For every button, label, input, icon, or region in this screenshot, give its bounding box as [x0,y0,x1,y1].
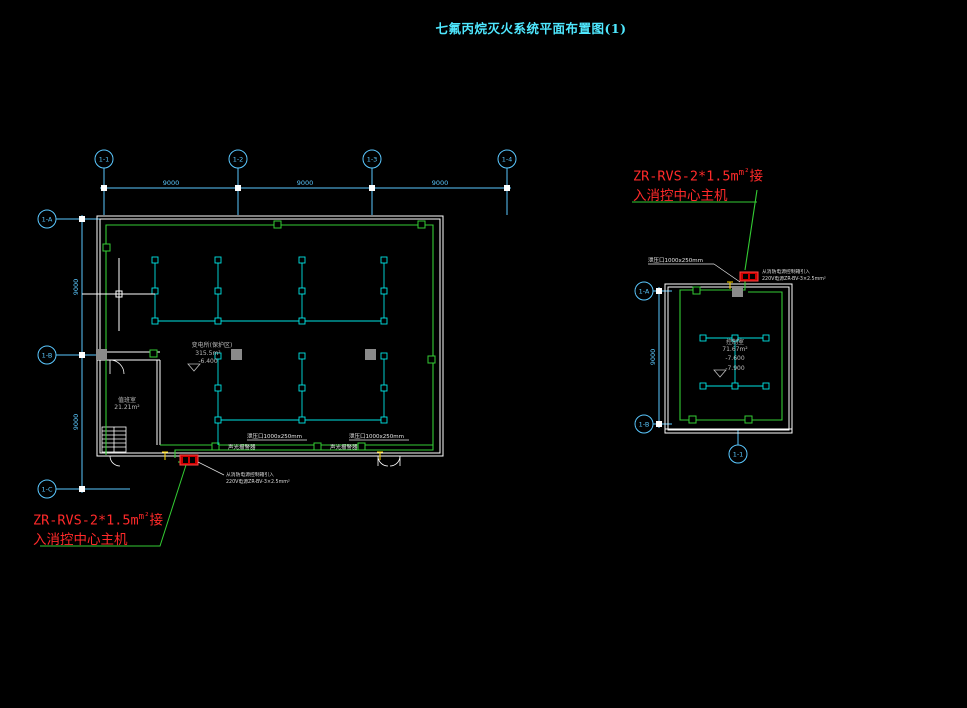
right-pipe-nodes [688,286,753,424]
axis-label: 1-A [42,216,53,224]
axis-label: 1-A [639,288,650,296]
note-unit: m² [738,168,750,178]
axis-label: 1-4 [502,156,513,164]
cable-note-right: ZR-RVS-2*1.5mm²接 入消控中心主机 [633,164,763,206]
door-symbols [109,359,401,467]
dimension-text: 9000 [432,179,449,187]
axis-bubble-1-2 [228,149,248,169]
axis-bubble-1-4 [497,149,517,169]
drawing-title: 七氟丙烷灭火系统平面布置图(1) [435,21,627,36]
right-yellow-signal [727,281,733,289]
level-marker [187,363,201,372]
power-note: 220V电源ZR-BV-3×2.5mm² [226,478,290,485]
axis-label: 1-3 [367,156,378,164]
right-equipment-block [732,286,743,297]
level-marker [713,369,727,378]
vent-label: 泄压口1000x250mm [349,432,404,440]
note-text: 入消控中心主机 [33,531,128,548]
room-name: 变电所(保护区) [192,341,233,349]
vent-label: 泄压口1000x250mm [648,256,703,264]
room-level: -7.900 [725,365,745,372]
axis-bubble-1-b-right [634,414,654,434]
detector-network [154,260,385,445]
left-dimension-ticks [79,185,510,492]
room-name: 控制室 [726,338,744,346]
right-plan-walls [664,283,793,434]
left-note-leader [40,464,187,547]
note-text: ZR-RVS-2*1.5m [633,168,739,185]
room-level: -7.600 [725,355,745,362]
cad-crosshair [82,258,155,331]
axis-label: 1-2 [233,156,244,164]
room-area: 315.5m² [195,350,221,357]
axis-label: 1-B [639,421,650,429]
dimension-text: 9000 [163,179,180,187]
axis-bubble-1-a-right [634,281,654,301]
axis-bubble-1-3 [362,149,382,169]
left-pipe-nodes [102,220,436,451]
axis-bubble-1-c [37,479,57,499]
right-alarm-pipe [679,189,783,421]
room-area: 71.67m² [722,346,748,353]
power-note: 220V电源ZR-BV-3×2.5mm² [762,275,826,282]
note-text: 接 [749,168,764,185]
right-axis-lines [634,281,748,464]
power-note: 从消防电源控制箱引入 [762,268,810,275]
smoke-detectors [151,256,388,424]
note-text: 入消控中心主机 [633,187,728,204]
axis-bubble-1-b [37,345,57,365]
device-label: 声光报警器 [330,443,358,451]
equipment-blocks [96,349,376,360]
vent-label: 泄压口1000x250mm [247,432,302,440]
leader-line [197,461,225,476]
note-text: 接 [149,512,164,529]
power-note: 从消防电源控制箱引入 [226,471,274,478]
leader-line [713,263,741,283]
room-name: 值班室 [118,396,136,404]
left-axis-bubbles-top [94,149,517,169]
room-level: -6.400 [198,358,218,365]
axis-bubble-1-1-right [728,444,748,464]
dimension-text: 9000 [72,279,80,296]
dimension-text: 9000 [72,414,80,431]
right-fire-control-panel [739,271,759,282]
dimension-text: 9000 [297,179,314,187]
right-smoke-detectors [699,334,770,390]
axis-bubble-1-a [37,209,57,229]
axis-bubble-1-1 [94,149,114,169]
dimension-text: 9000 [649,349,657,366]
fire-control-panel [179,454,199,466]
axis-label: 1-B [42,352,53,360]
room-area: 21.21m² [114,404,140,411]
yellow-signal-icons [162,451,383,460]
note-text: ZR-RVS-2*1.5m [33,512,139,529]
device-label: 声光报警器 [228,443,256,451]
cable-note-left: ZR-RVS-2*1.5mm²接 入消控中心主机 [33,508,163,550]
note-unit: m² [138,512,150,522]
axis-label: 1-C [41,486,52,494]
axis-label: 1-1 [733,451,744,459]
axis-label: 1-1 [99,156,110,164]
